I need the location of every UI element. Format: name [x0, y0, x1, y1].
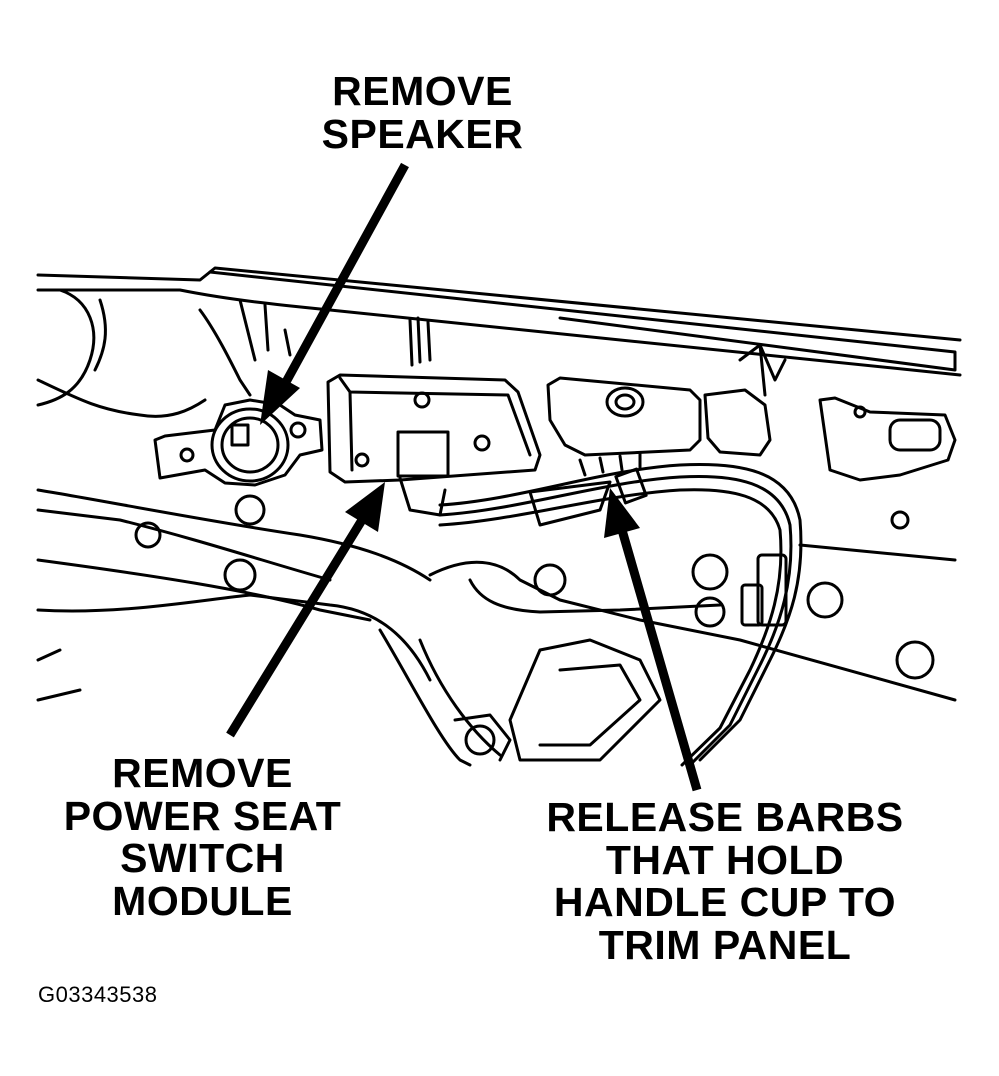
callout-line: REMOVE [112, 750, 293, 796]
callout-line: REMOVE [332, 68, 513, 114]
power-seat-switch-module [326, 373, 542, 484]
frame-hole [234, 494, 266, 526]
lock-mechanism [703, 388, 772, 457]
trim-panel-lip [36, 288, 962, 377]
callout-remove-speaker: REMOVE SPEAKER [300, 70, 545, 155]
harness-clip [614, 467, 648, 505]
arrow-remove-speaker [282, 162, 409, 385]
callout-release-barbs: RELEASE BARBS THAT HOLD HANDLE CUP TO TR… [520, 796, 930, 967]
arrow-release-barbs [617, 528, 702, 792]
callout-line: HANDLE CUP TO [553, 879, 897, 926]
handle-cup [546, 376, 702, 457]
arrow-remove-power-seat [226, 517, 366, 738]
inner-door-frame [36, 488, 432, 582]
callout-line: MODULE [112, 877, 293, 924]
trim-panel-top-edge [36, 266, 962, 342]
callout-line: SPEAKER [321, 110, 524, 157]
callout-line: TRIM PANEL [598, 921, 852, 968]
module-connector [396, 430, 450, 478]
callout-remove-power-seat-switch-module: REMOVE POWER SEAT SWITCH MODULE [40, 752, 365, 923]
callout-line: RELEASE BARBS [546, 794, 904, 840]
trim-panel-upper-ledge [208, 270, 957, 372]
speaker-bracket [153, 398, 324, 487]
callout-line: THAT HOLD [605, 836, 845, 883]
speaker [210, 407, 290, 483]
wire-harness [438, 463, 803, 762]
callout-arrows [226, 162, 702, 792]
trim-pad-contour [36, 288, 96, 407]
callout-line: SWITCH [120, 835, 285, 882]
figure-id: G03343538 [38, 982, 158, 1007]
callout-line: POWER SEAT [63, 792, 342, 839]
